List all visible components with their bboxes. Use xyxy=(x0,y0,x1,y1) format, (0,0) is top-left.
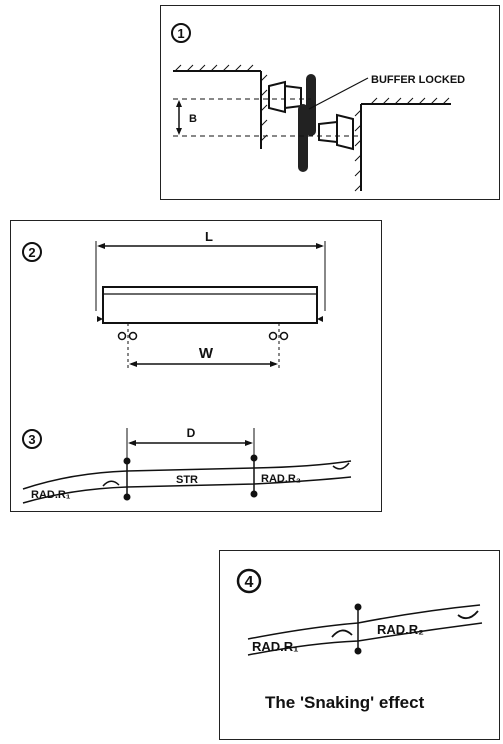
panel-number-circle xyxy=(171,23,191,43)
bogie-left-wheel-1 xyxy=(117,331,127,341)
snaking-rail-top xyxy=(247,604,481,640)
dimension-w-label: W xyxy=(199,345,214,362)
snaking-caption: The 'Snaking' effect xyxy=(265,693,425,712)
radius-r2-label: RAD.R₂ xyxy=(261,473,301,485)
dimension-b-arrow-bottom xyxy=(176,128,182,135)
panel4-number-circle xyxy=(236,568,262,594)
dimension-l-label: L xyxy=(205,229,213,244)
bogie-pivot-right-top xyxy=(250,454,258,462)
dimension-l-arrow-right xyxy=(316,243,324,249)
radius-r2-arc-icon xyxy=(332,462,350,470)
snaking-diagram: 4 RAD.R₁ RAD.R₂ xyxy=(236,568,483,656)
left-buffer-stub xyxy=(97,316,103,322)
snaking-pivot-bottom xyxy=(354,647,362,655)
dimension-l-arrow-left xyxy=(97,243,105,249)
radius-r1-arc-icon xyxy=(102,480,120,487)
right-buffer-head xyxy=(298,104,308,172)
right-buffer-body xyxy=(336,113,354,151)
buffer-locked-diagram: 1 xyxy=(171,23,465,192)
bogie-pivot-left-bottom xyxy=(123,493,131,501)
panel2-number: 2 xyxy=(28,245,35,260)
panel-buffer-locked: 1 xyxy=(160,5,500,200)
panel-vehicle-and-track: 2 L W 3 D xyxy=(10,220,382,512)
right-car-hatch xyxy=(354,97,450,192)
dimension-b-arrow-top xyxy=(176,100,182,107)
panel3-number-circle xyxy=(22,429,42,449)
dimension-d-arrow-right xyxy=(245,440,253,446)
panel2-number-circle xyxy=(22,242,42,262)
bogie-right-wheel-2 xyxy=(279,331,289,341)
buffer-locked-label: BUFFER LOCKED xyxy=(371,74,465,86)
right-buffer-shank xyxy=(318,120,338,144)
left-buffer-head xyxy=(306,74,316,136)
panel-snaking-effect: 4 RAD.R₁ RAD.R₂ The 'Snaking' effect xyxy=(219,550,500,740)
buffer-locked-leader xyxy=(308,77,369,110)
bogie-left-wheel-2 xyxy=(128,331,138,341)
dimension-d-label: D xyxy=(187,426,196,440)
bogie-pivot-right-bottom xyxy=(250,490,258,498)
snaking-r2-label: RAD.R₂ xyxy=(377,622,424,637)
left-car-hatch xyxy=(174,64,268,142)
snaking-r1-label: RAD.R₁ xyxy=(252,639,299,654)
panel-number: 1 xyxy=(177,26,184,41)
vehicle-body xyxy=(102,286,318,324)
snaking-r1-arc-icon xyxy=(331,629,353,638)
panel4-number: 4 xyxy=(245,574,254,591)
vehicle-track-diagram: 2 L W 3 D xyxy=(22,229,352,504)
panel3-number: 3 xyxy=(28,432,35,447)
dimension-w-arrow-left xyxy=(129,361,137,367)
radius-r1-label: RAD.R₁ xyxy=(31,489,71,501)
snaking-r2-arc-icon xyxy=(457,610,479,620)
dimension-d-arrow-left xyxy=(128,440,136,446)
dimension-w-arrow-right xyxy=(270,361,278,367)
right-buffer-stub xyxy=(317,316,323,322)
left-buffer-body xyxy=(268,80,286,114)
bogie-right-wheel-1 xyxy=(268,331,278,341)
straight-label: STR xyxy=(176,474,198,486)
left-buffer-shank xyxy=(284,84,302,110)
bogie-pivot-left-top xyxy=(123,457,131,465)
dimension-b-label: B xyxy=(189,113,197,125)
snaking-pivot-top xyxy=(354,603,362,611)
